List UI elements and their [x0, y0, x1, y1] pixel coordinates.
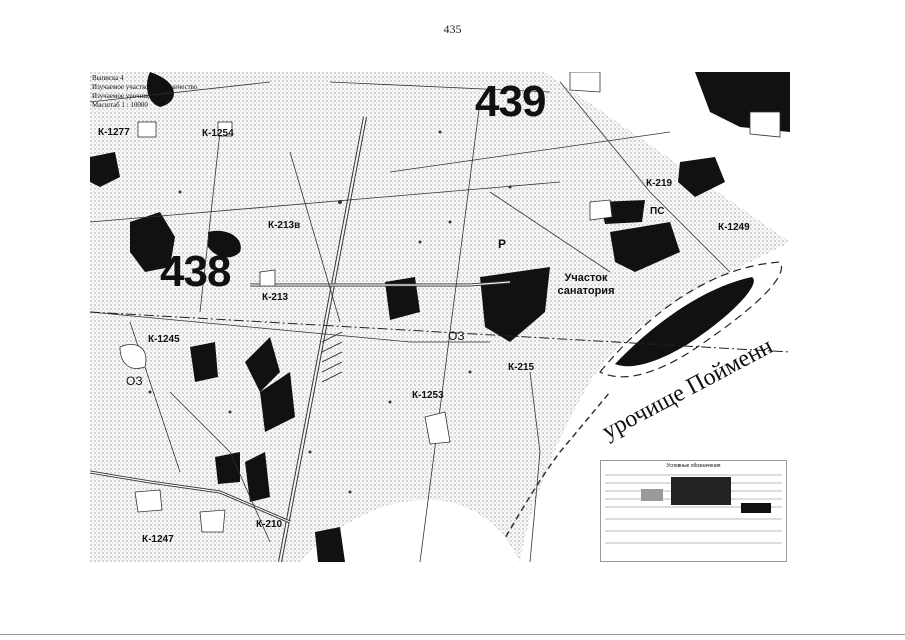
quarter-number-439: 439	[475, 77, 546, 126]
legend-graphics	[605, 474, 782, 544]
extract-header: Выписка 4 Изучаемое участковое лесничест…	[92, 74, 197, 110]
plot-label: К-1249	[718, 222, 750, 233]
plot-label: ОЗ	[448, 329, 465, 343]
plot-label: К-215	[508, 362, 535, 373]
header-line: Выписка 4	[92, 74, 124, 82]
header-line: Масштаб 1 : 10000	[92, 101, 148, 109]
header-line: Изучаемое урочище	[92, 92, 152, 100]
plot-label: К-210	[256, 519, 283, 530]
plot-label: ОЗ	[126, 374, 143, 388]
plot-label: ПС	[650, 206, 665, 217]
map-legend: Условные обозначения	[600, 460, 787, 562]
footer-rule	[0, 634, 905, 635]
plot-label: К-219	[646, 178, 673, 189]
plot-label: Р	[498, 237, 507, 251]
plot-label: К-1254	[202, 128, 234, 139]
plot-label: К-1247	[142, 534, 174, 545]
plot-label: К-1245	[148, 334, 180, 345]
plot-label: К-1253	[412, 390, 444, 401]
plot-label: К-213в	[268, 220, 301, 231]
page-number: 435	[443, 22, 462, 36]
map-frame[interactable]: Выписка 4 Изучаемое участковое лесничест…	[90, 72, 790, 562]
quarter-number-438: 438	[160, 247, 231, 296]
plot-label: К-213	[262, 292, 289, 303]
map-graphics	[90, 72, 790, 562]
plot-label: К-1277	[98, 127, 130, 138]
sanatorium-label: Участок санатория	[557, 272, 615, 297]
legend-title: Условные обозначения	[666, 463, 721, 469]
header-line: Изучаемое участковое лесничество	[92, 83, 198, 91]
